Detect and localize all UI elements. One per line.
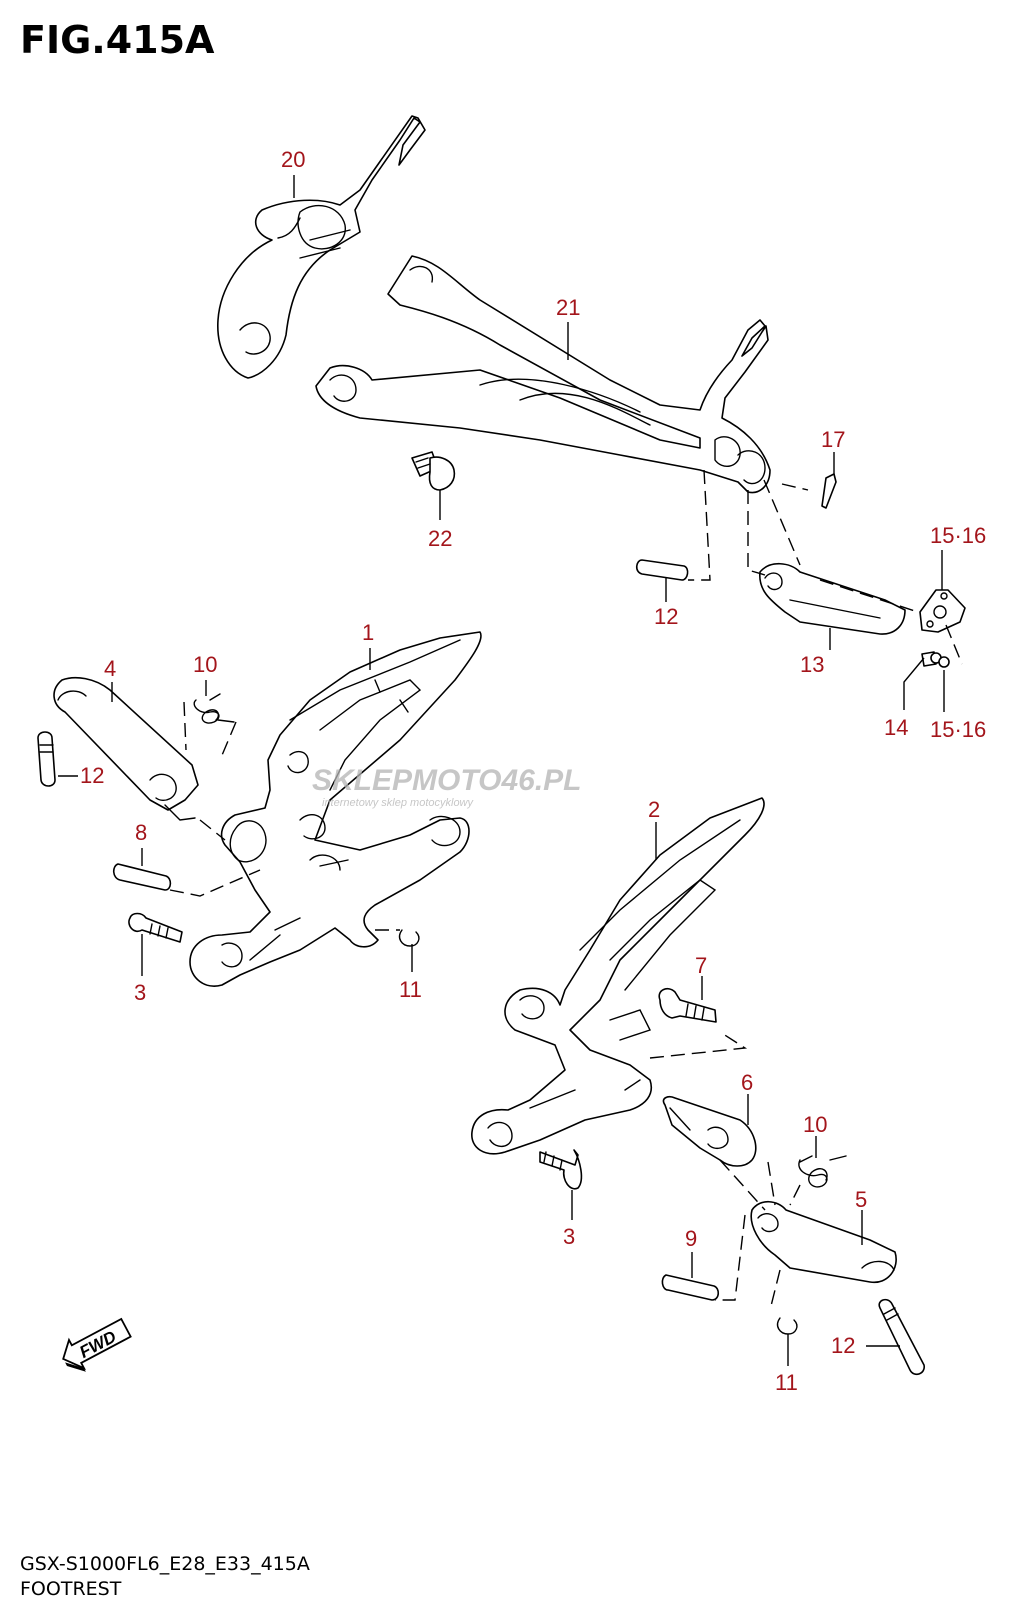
- pin-12-left-part: [37, 731, 56, 787]
- pin-17-part: [635, 559, 689, 581]
- passenger-peg-15-16-part: [759, 562, 906, 635]
- callout-15-16: 13: [800, 652, 824, 677]
- cotter-pin-21-part: [821, 473, 837, 509]
- assembly-line: [945, 624, 963, 665]
- peg-pivot-6-part: [662, 1096, 757, 1167]
- fwd-arrow-icon: FWD: [62, 1317, 132, 1372]
- callout-8: 8: [135, 820, 147, 845]
- callout-19: 15·16: [930, 717, 986, 742]
- assembly-line: [789, 1184, 801, 1206]
- watermark-brand: SKLEPMOTO46.PL: [312, 764, 582, 797]
- callout-4: 4: [104, 656, 116, 681]
- callout-2: 2: [648, 797, 660, 822]
- figure-title: FIG.415A: [20, 18, 215, 62]
- assembly-line: [781, 483, 809, 491]
- washer-19-part: [938, 656, 950, 668]
- callout-21: 17: [821, 427, 845, 452]
- callout-12-right: 12: [831, 1333, 855, 1358]
- assembly-line: [719, 1159, 776, 1211]
- callout-22: 22: [428, 526, 452, 551]
- pin-12-right-part: [878, 1298, 925, 1376]
- pin-9-part: [661, 1274, 720, 1301]
- watermark: SKLEPMOTO46.PL internetowy sklep motocyk…: [312, 764, 582, 809]
- callout-17: 12: [654, 604, 678, 629]
- assembly-line: [649, 1031, 748, 1059]
- bolt-22-part: [411, 451, 456, 491]
- callout-13: 20: [281, 147, 305, 172]
- bolt-18-part: [921, 651, 942, 667]
- callout-10-upper: 10: [193, 652, 217, 677]
- clip-11-left-part: [398, 929, 420, 947]
- spring-10-upper-part: [193, 693, 235, 724]
- callout-3-right: 3: [563, 1224, 575, 1249]
- bolt-3-right-part: [539, 1149, 583, 1190]
- callout-11-right: 11: [775, 1370, 798, 1395]
- figure-caption: FOOTREST: [20, 1578, 122, 1600]
- watermark-tagline: internetowy sklep motocyklowy: [322, 797, 475, 809]
- callouts: 20 21 17 22 15·16 12 13 14 15·16 1 4 10 …: [80, 147, 986, 1395]
- clip-11-right-part: [776, 1317, 798, 1335]
- assembly-line: [819, 579, 919, 613]
- bolt-3-left-part: [128, 912, 183, 943]
- plate-20-part: [919, 589, 966, 633]
- heel-guard-part: [217, 115, 426, 379]
- assembly-line: [769, 1269, 781, 1311]
- footrest-bracket-2-part: [471, 797, 765, 1155]
- assembly-line: [763, 479, 801, 566]
- assembly-line: [747, 490, 766, 576]
- callout-9: 9: [685, 1226, 697, 1251]
- bolt-7-part: [658, 988, 717, 1023]
- callout-1: 1: [362, 620, 374, 645]
- callout-5: 5: [855, 1187, 867, 1212]
- callout-18: 14: [884, 715, 908, 740]
- assembly-line: [715, 1214, 746, 1301]
- footpeg-4-part: [53, 676, 199, 821]
- footpeg-5-part: [750, 1200, 897, 1284]
- assembly-line: [183, 701, 237, 761]
- rear-footrest-bracket-part: [315, 255, 771, 494]
- footrest-bracket-1-part: [189, 631, 482, 987]
- callout-10-right: 10: [803, 1112, 827, 1137]
- callout-11-left: 11: [399, 977, 422, 1002]
- pin-8-part: [112, 863, 172, 891]
- callout-7: 7: [695, 953, 707, 978]
- leader-lines: [58, 175, 945, 1366]
- assembly-line: [169, 869, 261, 897]
- assembly-line: [688, 469, 711, 581]
- callout-6: 6: [741, 1070, 753, 1095]
- figure-code: GSX-S1000FL6_E28_E33_415A: [20, 1553, 310, 1575]
- assembly-line: [199, 819, 226, 841]
- callout-20: 15·16: [930, 523, 986, 548]
- spring-10-right-part: [798, 1155, 847, 1188]
- callout-3-left: 3: [134, 980, 146, 1005]
- callout-12-left: 12: [80, 763, 104, 788]
- callout-14: 21: [556, 295, 580, 320]
